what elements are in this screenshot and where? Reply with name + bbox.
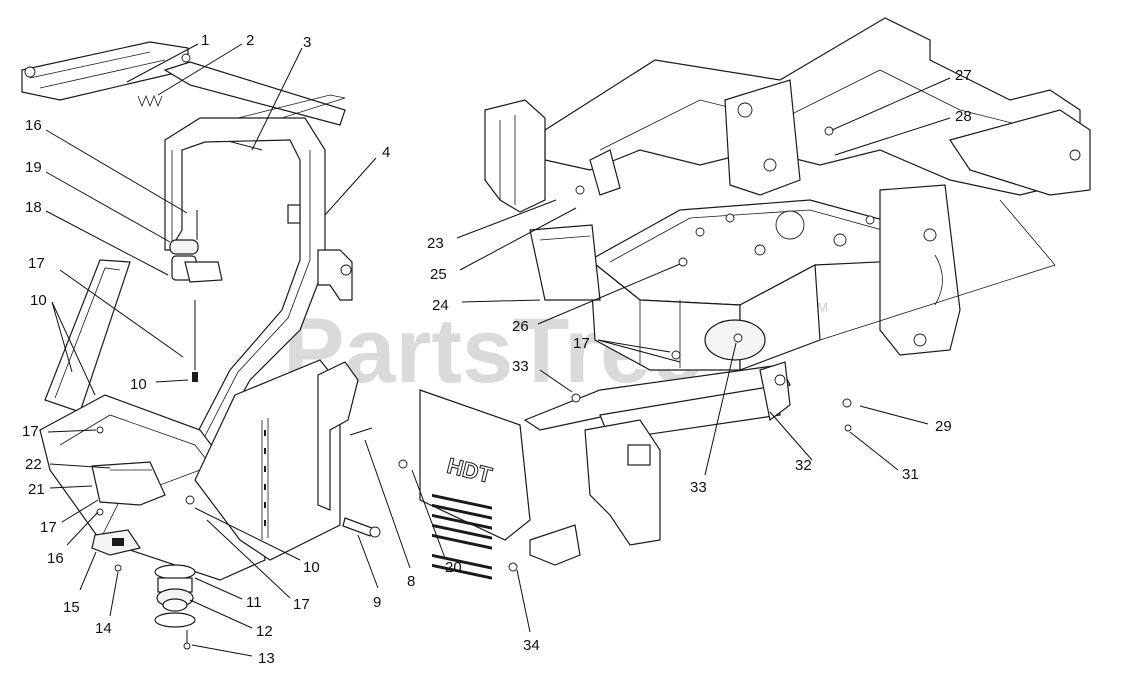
callout-20: 20	[445, 559, 462, 576]
callout-19: 19	[25, 159, 42, 176]
callout-31: 31	[902, 466, 919, 483]
callout-22: 22	[25, 456, 42, 473]
callout-4: 4	[382, 144, 390, 161]
callout-10: 10	[30, 292, 47, 309]
right-assembly: HDT	[398, 17, 1091, 580]
callout-33: 33	[690, 479, 707, 496]
callout-8: 8	[407, 573, 415, 590]
callout-10: 10	[303, 559, 320, 576]
callout-17: 17	[293, 596, 310, 613]
callout-21: 21	[28, 481, 45, 498]
leader-lines	[45, 43, 951, 657]
callout-12: 12	[256, 623, 273, 640]
callout-10: 10	[130, 376, 147, 393]
callout-18: 18	[25, 199, 42, 216]
callout-17: 17	[573, 335, 590, 352]
callout-17: 17	[28, 255, 45, 272]
callout-29: 29	[935, 418, 952, 435]
callout-3: 3	[303, 34, 311, 51]
callout-16: 16	[47, 550, 64, 567]
callout-16: 16	[25, 117, 42, 134]
callout-23: 23	[427, 235, 444, 252]
callout-9: 9	[373, 594, 381, 611]
callout-14: 14	[95, 620, 112, 637]
callout-28: 28	[955, 108, 972, 125]
callout-25: 25	[430, 266, 447, 283]
callout-27: 27	[955, 67, 972, 84]
callout-17: 17	[22, 423, 39, 440]
callout-32: 32	[795, 457, 812, 474]
callout-26: 26	[512, 318, 529, 335]
callout-17: 17	[40, 519, 57, 536]
callout-33: 33	[512, 358, 529, 375]
callout-2: 2	[246, 32, 254, 49]
callout-34: 34	[523, 637, 540, 654]
callout-24: 24	[432, 297, 449, 314]
callout-15: 15	[63, 599, 80, 616]
callout-13: 13	[258, 650, 275, 667]
left-assembly	[21, 41, 381, 650]
callout-1: 1	[201, 32, 209, 49]
callout-labels: 1 2 3 4 16 19 18 17 10 10 17 22 21 17 16…	[22, 32, 972, 667]
grille-slots	[432, 493, 492, 580]
callout-11: 11	[246, 594, 262, 611]
